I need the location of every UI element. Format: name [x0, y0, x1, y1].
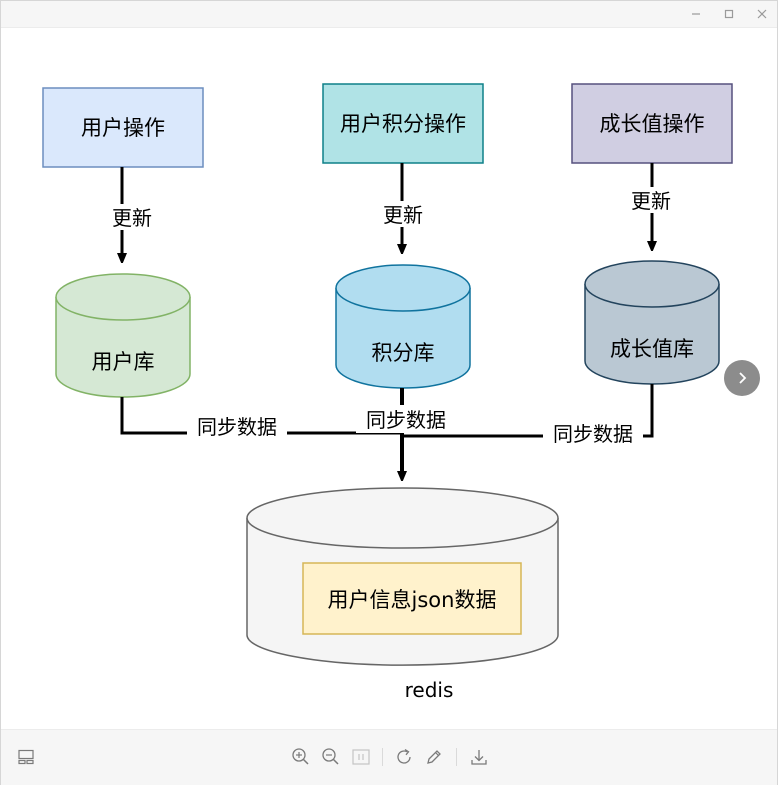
chevron-right-icon — [739, 372, 747, 384]
sidebar-icon[interactable] — [15, 746, 37, 768]
node-user-operation: 用户操作 — [42, 87, 204, 168]
db-points: 积分库 — [335, 264, 471, 389]
rotate-icon[interactable] — [394, 746, 416, 768]
edge-update-1: 更新 — [104, 167, 154, 259]
redis-label: redis — [405, 678, 454, 702]
edge-sync-1-label: 同步数据 — [197, 415, 277, 439]
node-json-data: 用户信息json数据 — [302, 562, 522, 635]
edge-sync-2: 同步数据 — [356, 388, 456, 477]
edge-sync-2-label: 同步数据 — [366, 408, 446, 432]
db-user: 用户库 — [55, 273, 191, 398]
db-user-label: 用户库 — [92, 350, 155, 374]
db-growth-label: 成长值库 — [610, 337, 694, 361]
bottom-toolbar — [1, 729, 777, 785]
node-user-operation-label: 用户操作 — [81, 116, 165, 140]
edge-sync-3-label: 同步数据 — [553, 422, 633, 446]
zoom-in-icon[interactable] — [290, 746, 312, 768]
minimize-icon[interactable] — [689, 7, 703, 21]
node-json-data-label: 用户信息json数据 — [328, 588, 497, 612]
edge-update-1-label: 更新 — [112, 206, 152, 230]
maximize-icon[interactable] — [722, 7, 736, 21]
edge-update-2: 更新 — [377, 163, 429, 250]
close-icon[interactable] — [755, 7, 769, 21]
db-growth: 成长值库 — [584, 260, 720, 385]
edge-update-2-label: 更新 — [383, 203, 423, 227]
toolbar-separator — [382, 748, 383, 766]
toolbar-separator — [456, 748, 457, 766]
edge-sync-3: 同步数据 — [402, 384, 654, 447]
download-icon[interactable] — [468, 746, 490, 768]
edge-update-3: 更新 — [625, 163, 677, 247]
next-image-button[interactable] — [724, 360, 760, 396]
edit-icon[interactable] — [423, 746, 445, 768]
diagram-canvas: 用户操作 用户积分操作 成长值操作 更新 更新 — [1, 27, 779, 729]
title-bar — [1, 1, 777, 28]
edge-sync-1: 同步数据 — [120, 397, 402, 440]
edge-update-3-label: 更新 — [631, 189, 671, 213]
architecture-diagram: 用户操作 用户积分操作 成长值操作 更新 更新 — [42, 83, 733, 702]
db-points-label: 积分库 — [372, 341, 435, 365]
node-points-operation: 用户积分操作 — [322, 83, 484, 164]
node-growth-operation: 成长值操作 — [571, 83, 733, 164]
zoom-out-icon[interactable] — [320, 746, 342, 768]
actual-size-icon[interactable] — [350, 746, 372, 768]
node-points-operation-label: 用户积分操作 — [340, 112, 466, 136]
node-growth-operation-label: 成长值操作 — [600, 112, 705, 136]
